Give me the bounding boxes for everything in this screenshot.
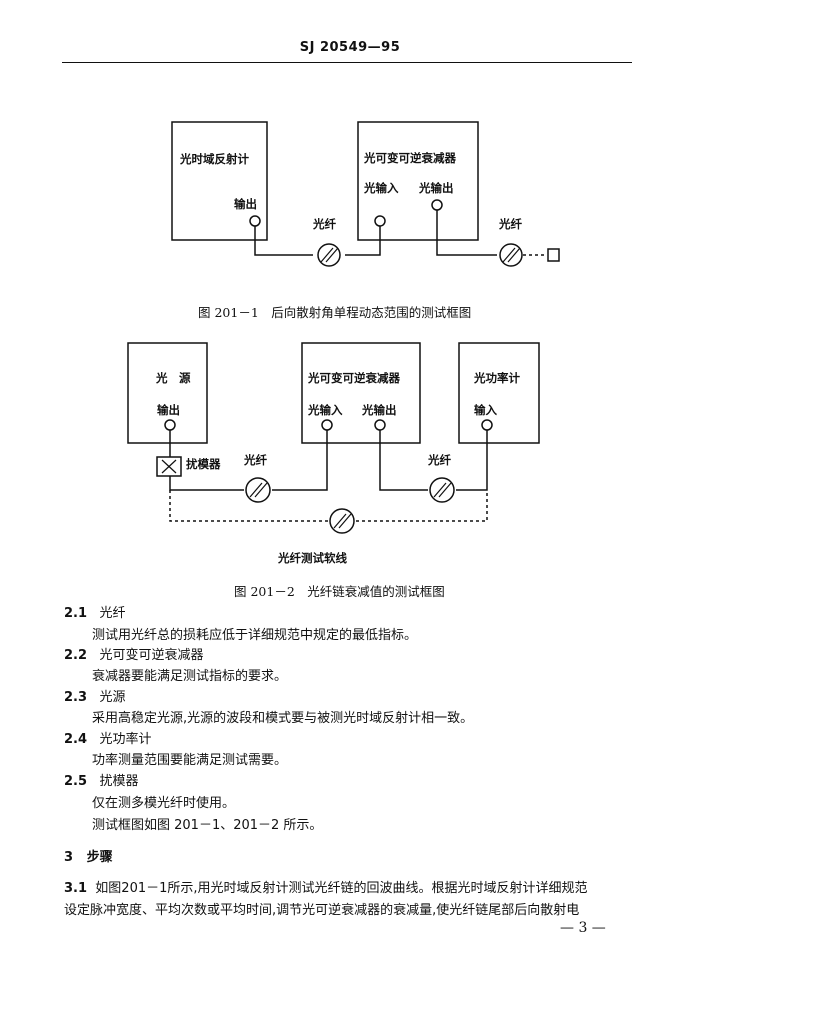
mode-scrambler-icon [156, 456, 182, 477]
att1-output-port [431, 199, 443, 211]
section-2-2-text: 衰减器要能满足测试指标的要求。 [92, 669, 288, 684]
fiber-coil-icon [245, 477, 271, 503]
light-source-box [127, 342, 208, 444]
fiber-coil-icon [329, 508, 355, 534]
section-title: 步骤 [86, 850, 113, 865]
section-2-3-text: 采用高稳定光源,光源的波段和模式要与被测光时域反射计相一致。 [92, 711, 474, 726]
section-2-1-text: 测试用光纤总的损耗应低于详细规范中规定的最低指标。 [92, 628, 418, 643]
otdr-box [171, 121, 268, 241]
section-title: 光可变可逆衰减器 [99, 648, 204, 663]
fiber-coil-icon [317, 243, 341, 267]
fiber-label-1: 光纤 [312, 217, 336, 231]
figure-201-2: 光 源 输出 光可变可逆衰减器 光输入 光输出 光功率计 输入 扰模器 光纤 光… [127, 342, 540, 565]
section-number: 2.5 [64, 774, 88, 789]
section-number: 2.1 [64, 606, 88, 621]
fiber-label-2: 光纤 [498, 217, 522, 231]
section-3-heading: 3 步骤 [64, 846, 113, 865]
figure-201-1-caption: 图 201－1 后向散射角单程动态范围的测试框图 [198, 305, 472, 320]
section-title: 光源 [99, 690, 126, 705]
meter-input-label: 输入 [474, 403, 497, 417]
document-code: SJ 20549—95 [299, 40, 401, 55]
fiber-coil-icon [429, 477, 455, 503]
paragraph-text: 如图201－1所示,用光时域反射计测试光纤链的回波曲线。根据光时域反射计详细规范 [95, 881, 588, 896]
figure-201-1: 光时域反射计 输出 光可变可逆衰减器 光输入 光输出 光纤 光纤 [171, 121, 560, 267]
att1-input-label: 光输入 [363, 181, 399, 195]
section-number: 3 [64, 850, 74, 865]
section-2-5-heading: 2.5 扰模器 [64, 770, 138, 789]
fiber-coil-icon [499, 243, 523, 267]
att1-output-label: 光输出 [418, 181, 454, 195]
section-2-4-heading: 2.4 光功率计 [64, 728, 151, 747]
section-title: 扰模器 [99, 774, 139, 789]
otdr-label: 光时域反射计 [179, 152, 249, 166]
attenuator-box-1 [357, 121, 479, 241]
otdr-output-port [249, 215, 261, 227]
section-title: 光功率计 [99, 732, 152, 747]
att2-output-label: 光输出 [361, 403, 397, 417]
attenuator-box-2 [301, 342, 421, 444]
step-3-1-line-2: 设定脉冲宽度、平均次数或平均时间,调节光可逆衰减器的衰减量,使光纤链尾部后向散射… [64, 903, 580, 918]
power-meter-box [458, 342, 540, 444]
section-2-2-heading: 2.2 光可变可逆衰减器 [64, 644, 203, 663]
att1-input-port [374, 215, 386, 227]
fiber-label-3: 光纤 [243, 453, 267, 467]
power-meter-label: 光功率计 [473, 371, 520, 385]
paragraph-number: 3.1 [64, 881, 88, 896]
section-number: 2.2 [64, 648, 88, 663]
att2-output-port [374, 419, 386, 431]
mode-scrambler-label: 扰模器 [186, 457, 221, 471]
attenuator-label-1: 光可变可逆衰减器 [363, 151, 456, 165]
section-2-5-text-1: 仅在测多模光纤时使用。 [92, 796, 236, 811]
source-output-label: 输出 [157, 403, 180, 417]
section-2-1-heading: 2.1 光纤 [64, 602, 125, 621]
attenuator-label-2: 光可变可逆衰减器 [307, 371, 400, 385]
meter-input-port [481, 419, 493, 431]
step-3-1-line-1: 3.1 如图201－1所示,用光时域反射计测试光纤链的回波曲线。根据光时域反射计… [64, 877, 588, 896]
page-number: — 3 — [560, 920, 606, 936]
att2-input-label: 光输入 [307, 403, 343, 417]
section-number: 2.3 [64, 690, 88, 705]
att2-input-port [321, 419, 333, 431]
section-2-4-text: 功率测量范围要能满足测试需要。 [92, 753, 288, 768]
section-2-3-heading: 2.3 光源 [64, 686, 125, 705]
patch-cord-label: 光纤测试软线 [277, 551, 347, 565]
otdr-output-label: 输出 [234, 197, 257, 211]
light-source-label: 光 源 [155, 371, 191, 385]
header-rule [62, 62, 632, 63]
section-2-5-text-2: 测试框图如图 201－1、201－2 所示。 [92, 818, 323, 833]
figure-201-2-caption: 图 201－2 光纤链衰减值的测试框图 [234, 584, 445, 599]
source-output-port [164, 419, 176, 431]
section-title: 光纤 [99, 606, 126, 621]
section-number: 2.4 [64, 732, 88, 747]
fiber-end-icon [547, 248, 560, 262]
fiber-label-4: 光纤 [427, 453, 451, 467]
